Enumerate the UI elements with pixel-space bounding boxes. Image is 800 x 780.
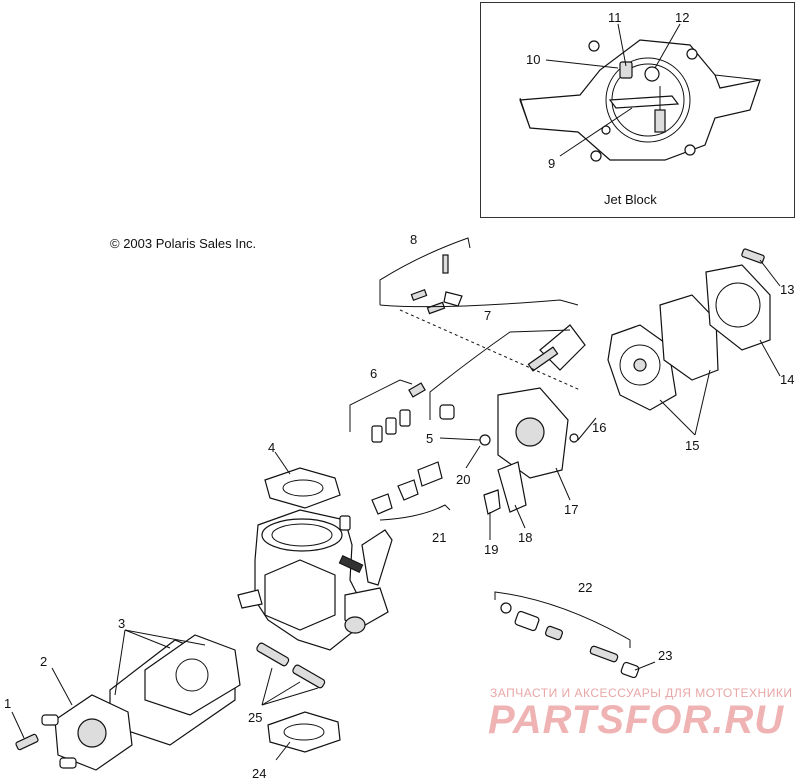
carburetor-body [237, 509, 393, 651]
callout-11: 11 [608, 10, 622, 25]
callout-6: 6 [370, 366, 377, 381]
jet-block-inset [480, 2, 795, 218]
callout-24: 24 [252, 766, 266, 780]
callout-numbers: 1 2 3 4 5 6 7 8 9 10 11 12 13 14 15 16 1… [4, 10, 794, 780]
callout-15: 15 [685, 438, 699, 453]
callout-2: 2 [40, 654, 47, 669]
callout-21: 21 [432, 530, 446, 545]
diaphragm-stack [607, 248, 771, 411]
callout-25: 25 [248, 710, 262, 725]
callout-3: 3 [118, 616, 125, 631]
kit-7 [439, 324, 586, 420]
callout-16: 16 [592, 420, 606, 435]
copyright-text: © 2003 Polaris Sales Inc. [110, 236, 257, 251]
fuel-pump-2 [41, 694, 133, 771]
kit-6 [371, 382, 426, 443]
leader-lines [11, 23, 781, 761]
gasket-4 [264, 467, 341, 509]
callout-18: 18 [518, 530, 532, 545]
callout-22: 22 [578, 580, 592, 595]
callout-9: 9 [548, 156, 555, 171]
callout-10: 10 [526, 52, 540, 67]
callout-4: 4 [268, 440, 275, 455]
callout-5: 5 [426, 431, 433, 446]
callout-17: 17 [564, 502, 578, 517]
callout-12: 12 [675, 10, 689, 25]
cover-17 [479, 387, 579, 515]
callout-19: 19 [484, 542, 498, 557]
kit-22 [500, 602, 640, 679]
inset-caption: Jet Block [604, 192, 657, 207]
gaskets-3 [109, 634, 241, 746]
callout-13: 13 [780, 282, 794, 297]
jet-block-drawing [519, 39, 761, 162]
callout-7: 7 [484, 308, 491, 323]
callout-20: 20 [456, 472, 470, 487]
callout-14: 14 [780, 372, 794, 387]
gasket-24 [267, 711, 341, 753]
screws-25 [256, 642, 326, 689]
callout-1: 1 [4, 696, 11, 711]
kit-21 [371, 461, 443, 515]
watermark-tagline: ЗАПЧАСТИ И АКСЕССУАРЫ ДЛЯ МОТОТЕХНИКИ [490, 686, 793, 700]
callout-23: 23 [658, 648, 672, 663]
watermark-brand: PARTSFOR.RU [488, 698, 785, 742]
callout-8: 8 [410, 232, 417, 247]
screw-1 [15, 733, 39, 751]
